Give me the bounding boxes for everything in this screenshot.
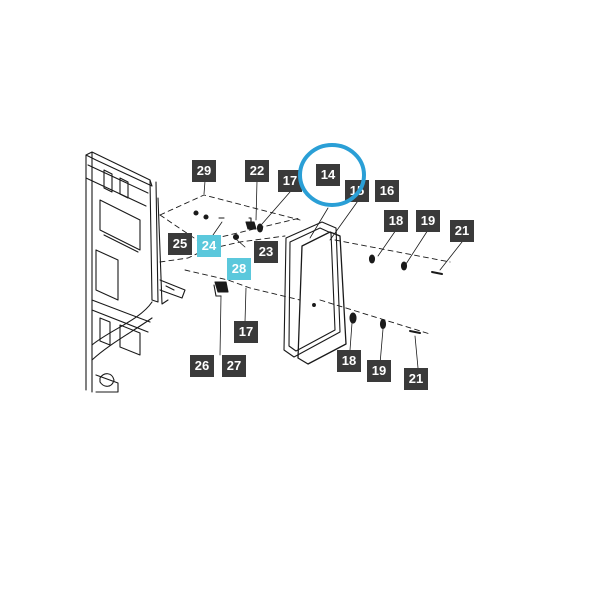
callout-26[interactable]: 26 [190, 355, 214, 377]
callout-22[interactable]: 22 [245, 160, 269, 182]
callout-23[interactable]: 23 [254, 241, 278, 263]
callout-17-lower[interactable]: 17 [234, 321, 258, 343]
callout-24[interactable]: 24 [197, 235, 221, 257]
selection-ring-icon [298, 143, 366, 207]
glass-panel [297, 231, 347, 365]
callout-17-upper[interactable]: 17 [278, 170, 302, 192]
callout-19-upper[interactable]: 19 [416, 210, 440, 232]
callout-18-lower[interactable]: 18 [337, 350, 361, 372]
callout-19-lower[interactable]: 19 [367, 360, 391, 382]
door-seal [283, 221, 341, 358]
callout-14[interactable]: 14 [316, 164, 340, 186]
callout-21-upper[interactable]: 21 [450, 220, 474, 242]
callout-16[interactable]: 16 [375, 180, 399, 202]
leader-lines [203, 180, 463, 369]
callout-29[interactable]: 29 [192, 160, 216, 182]
cab-frame [85, 151, 186, 393]
callout-28[interactable]: 28 [227, 258, 251, 280]
callout-18-upper[interactable]: 18 [384, 210, 408, 232]
callout-25[interactable]: 25 [168, 233, 192, 255]
callout-21-lower[interactable]: 21 [404, 368, 428, 390]
callout-27[interactable]: 27 [222, 355, 246, 377]
fastener-hardware [193, 210, 443, 334]
